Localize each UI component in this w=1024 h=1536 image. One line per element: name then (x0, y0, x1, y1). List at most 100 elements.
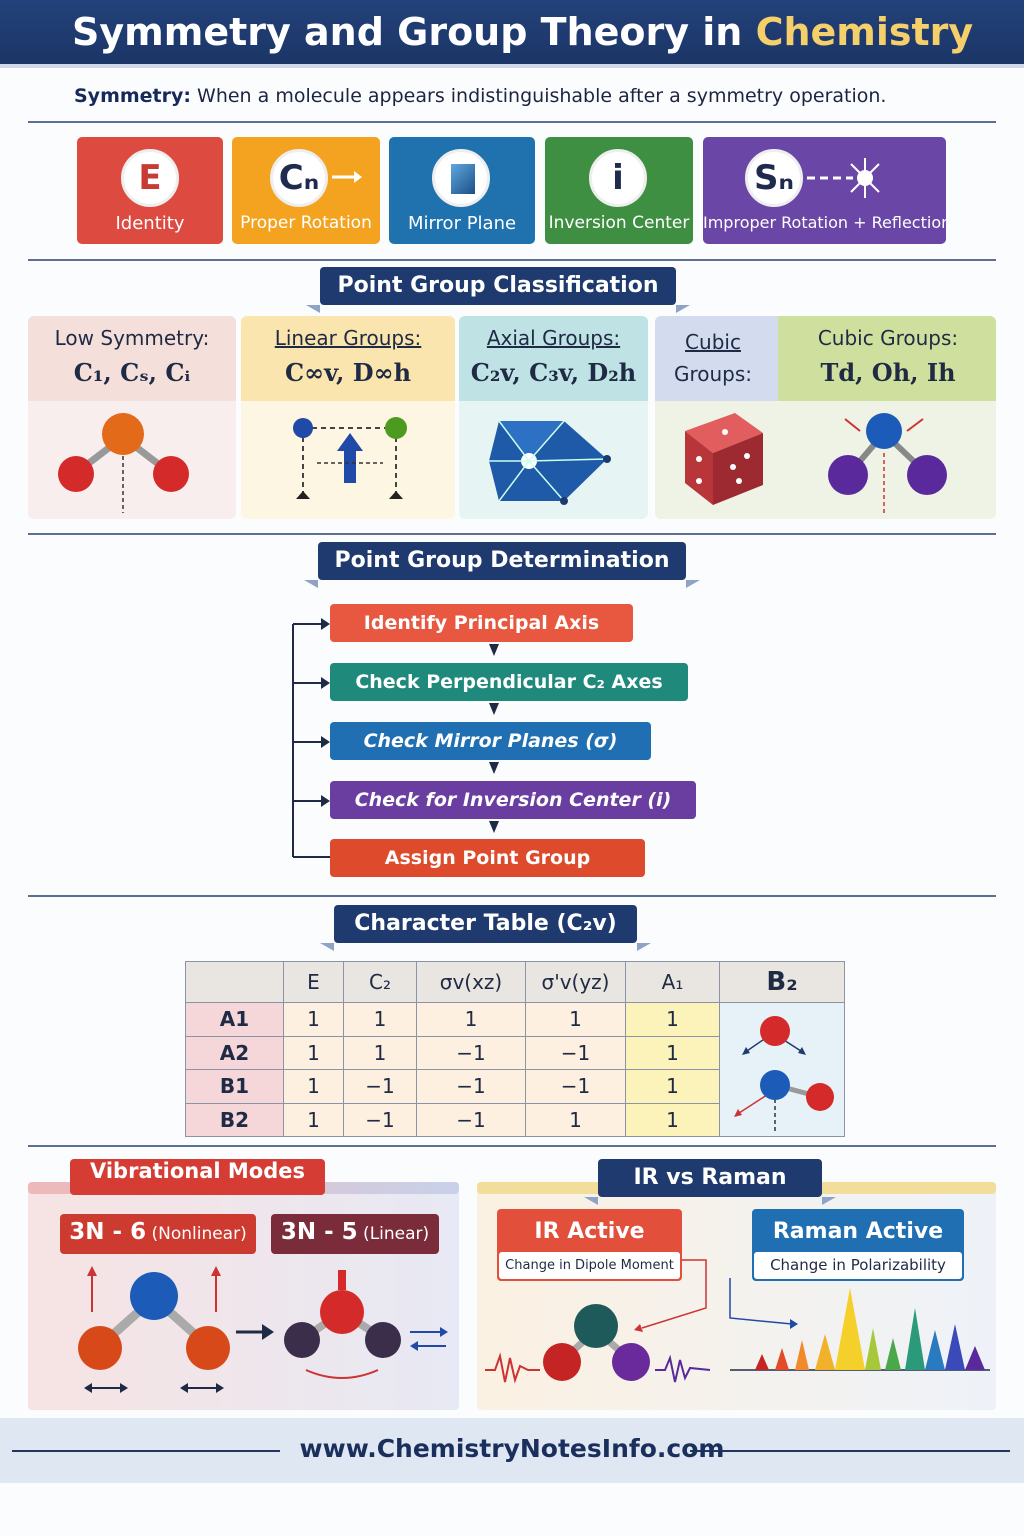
linear-groups-panel: Linear Groups: C∞v, D∞h (241, 316, 455, 519)
operation-mirror-card: Mirror Plane (389, 137, 535, 244)
group-symbols: C∞v, D∞h (284, 358, 412, 387)
table-header-cell (185, 961, 284, 1003)
table-cell: −1 (416, 1035, 526, 1070)
symmetry-definition: Symmetry: When a molecule appears indist… (74, 85, 886, 107)
ir-title: IR Active (534, 1219, 645, 1244)
operation-identity-card: E Identity (77, 137, 223, 244)
table-header-cell: C₂ (343, 961, 417, 1003)
improper-symbol: Sₙ (745, 149, 803, 207)
b2-molecule-cell (719, 1002, 845, 1137)
header-bar: Symmetry and Group Theory in Chemistry (0, 0, 1024, 68)
table-row: A1 1 1 1 1 1 (185, 1002, 845, 1137)
linear-formula: 3N - 5 (Linear) (271, 1214, 439, 1254)
operation-improper-card: Sₙ Improper Rotation + Reflection (703, 137, 952, 244)
table-row: B2 1 −1 −1 1 1 (185, 1102, 845, 1137)
prism-molecule-icon (489, 420, 611, 505)
divider (28, 533, 996, 535)
flow-step-inversion-center: Check for Inversion Center (i) (330, 781, 696, 819)
vibrational-molecules-icon (78, 1266, 448, 1393)
operation-rotation-card: Cₙ Proper Rotation (232, 137, 380, 244)
operation-inversion-card: i Inversion Center (545, 137, 693, 244)
table-header-cell: σv(xz) (416, 961, 526, 1003)
footer-rule-left (12, 1450, 280, 1452)
nonlinear-formula: 3N - 6 (Nonlinear) (60, 1214, 256, 1254)
table-header-cell: A₁ (625, 961, 720, 1003)
table-cell: 1 (525, 1002, 626, 1037)
flow-step-assign-group: Assign Point Group (330, 839, 645, 877)
divider (28, 1145, 996, 1147)
table-cell: 1 (283, 1102, 344, 1137)
table-cell: −1 (416, 1102, 526, 1137)
divider (28, 121, 996, 123)
inversion-symbol: i (589, 149, 647, 207)
table-cell: 1 (525, 1102, 626, 1137)
vibrational-banner: Vibrational Modes (70, 1159, 325, 1195)
operation-label: Inversion Center (548, 213, 690, 233)
raman-active-card: Raman Active Change in Polarizability (752, 1209, 964, 1281)
character-table-banner: Character Table (C₂v) (320, 905, 651, 951)
table-cell: 1 (625, 1002, 720, 1037)
title-accent: Chemistry (755, 10, 974, 54)
flow-step-perpendicular-axes: Check Perpendicular C₂ Axes (330, 663, 688, 701)
irrep-label: B1 (185, 1069, 284, 1104)
group-title: Linear Groups: (274, 326, 422, 350)
character-table: E C₂ σv(xz) σ'v(yz) A₁ B₂ A1 1 1 1 1 1 A… (185, 961, 845, 1137)
table-cell: −1 (343, 1069, 417, 1104)
mirror-plane-icon (432, 149, 490, 207)
table-cell: 1 (343, 1035, 417, 1070)
flowchart-connectors (292, 618, 499, 858)
axial-groups-panel: Axial Groups: C₂v, C₃v, D₂h (459, 316, 648, 519)
table-cell: 1 (283, 1002, 344, 1037)
irrep-label: A1 (185, 1002, 284, 1037)
flow-step-principal-axis: Identify Principal Axis (330, 604, 633, 642)
table-row: A2 1 1 −1 −1 1 (185, 1035, 845, 1070)
table-cell: 1 (625, 1069, 720, 1104)
operation-label: Mirror Plane (407, 213, 517, 234)
cubic-side-label: Cubic (685, 330, 741, 354)
determination-banner: Point Group Determination (304, 542, 700, 588)
cubic-side-label: Groups: (673, 362, 753, 386)
table-cell: 1 (625, 1102, 720, 1137)
classification-banner: Point Group Classification (306, 267, 690, 313)
footer: www.ChemistryNotesInfo.com (0, 1418, 1024, 1483)
identity-symbol: E (121, 149, 179, 207)
table-header-cell: E (283, 961, 344, 1003)
divider (28, 895, 996, 897)
ir-raman-banner: IR vs Raman (584, 1159, 836, 1205)
table-cell: −1 (525, 1069, 626, 1104)
bent-molecule-icon (58, 413, 189, 513)
raman-title: Raman Active (772, 1219, 944, 1244)
definition-term: Symmetry: (74, 85, 191, 107)
group-symbols: C₁, Cₛ, Cᵢ (73, 358, 191, 387)
group-title: Axial Groups: (486, 326, 621, 350)
table-cell: 1 (416, 1002, 526, 1037)
group-symbols: Td, Oh, Ih (820, 358, 956, 387)
table-cell: 1 (283, 1035, 344, 1070)
group-symbols: C₂v, C₃v, D₂h (470, 358, 637, 387)
ir-desc: Change in Dipole Moment (499, 1252, 680, 1279)
table-cell: −1 (525, 1035, 626, 1070)
reflection-star-icon (807, 158, 880, 198)
cube-and-tetrahedral-icon (685, 413, 947, 513)
table-header-row: E C₂ σv(xz) σ'v(yz) A₁ B₂ (185, 961, 845, 1003)
irrep-label: B2 (185, 1102, 284, 1137)
b2-molecule-icon (734, 1016, 834, 1131)
flow-step-mirror-planes: Check Mirror Planes (σ) (330, 722, 651, 760)
low-symmetry-panel: Low Symmetry: C₁, Cₛ, Cᵢ (28, 316, 236, 519)
group-title: Low Symmetry: (54, 326, 210, 350)
page-title: Symmetry and Group Theory in Chemistry (72, 10, 974, 54)
footer-rule-right (690, 1450, 1010, 1452)
table-cell: 1 (283, 1069, 344, 1104)
divider (28, 259, 996, 261)
table-header-cell: B₂ (719, 961, 845, 1003)
group-title: Cubic Groups: (817, 326, 959, 350)
raman-desc: Change in Polarizability (754, 1252, 962, 1279)
operation-label: Improper Rotation + Reflection (703, 213, 952, 232)
table-cell: −1 (416, 1069, 526, 1104)
definition-text: When a molecule appears indistinguishabl… (191, 85, 887, 107)
linear-molecule-icon (293, 417, 407, 499)
irrep-label: A2 (185, 1035, 284, 1070)
operation-label: Proper Rotation (240, 213, 372, 233)
ir-active-card: IR Active Change in Dipole Moment (497, 1209, 682, 1281)
rotation-symbol: Cₙ (270, 149, 328, 207)
